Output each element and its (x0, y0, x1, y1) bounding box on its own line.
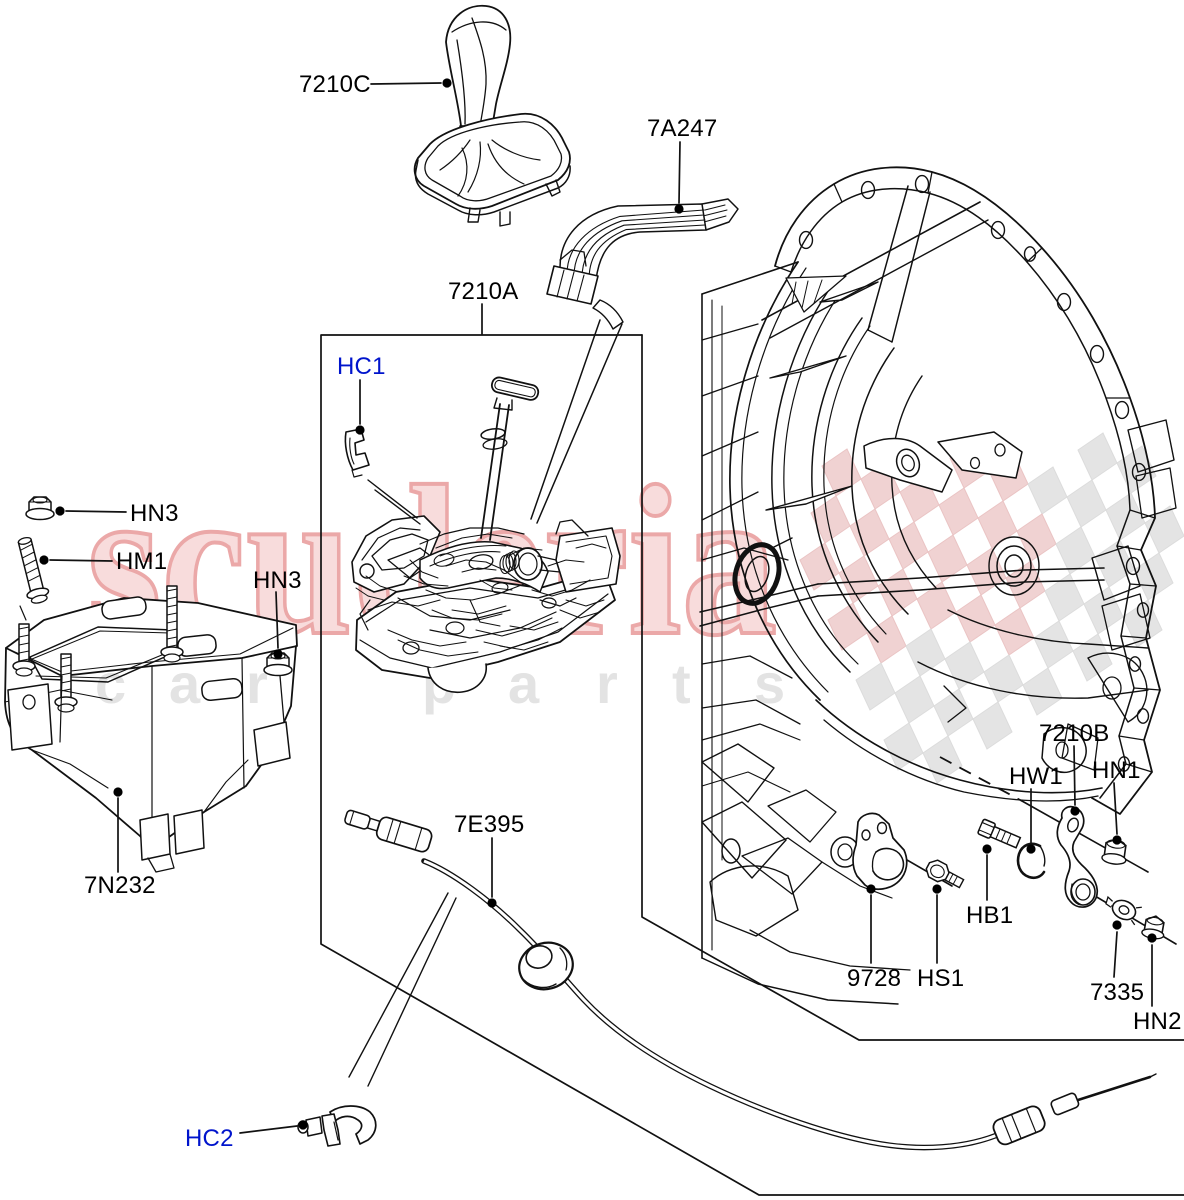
svg-text:7335: 7335 (1090, 979, 1144, 1006)
svg-text:t: t (672, 652, 691, 715)
svg-text:HN1: HN1 (1092, 757, 1141, 784)
svg-text:HC2: HC2 (185, 1125, 234, 1152)
svg-text:s: s (754, 652, 785, 715)
svg-text:HW1: HW1 (1009, 763, 1063, 790)
svg-text:7E395: 7E395 (454, 811, 524, 838)
svg-text:r: r (596, 652, 618, 715)
svg-text:HM1: HM1 (116, 548, 167, 575)
svg-text:HS1: HS1 (917, 965, 964, 992)
svg-text:HN2: HN2 (1133, 1008, 1182, 1035)
svg-text:HC1: HC1 (337, 353, 386, 380)
svg-text:7N232: 7N232 (84, 872, 156, 899)
svg-text:HN3: HN3 (130, 500, 179, 527)
svg-text:HN3: HN3 (253, 567, 302, 594)
svg-text:r: r (246, 652, 268, 715)
svg-text:7A247: 7A247 (647, 115, 717, 142)
svg-text:9728: 9728 (847, 965, 901, 992)
svg-text:HB1: HB1 (966, 902, 1013, 929)
svg-text:a: a (508, 652, 540, 715)
svg-text:7210B: 7210B (1039, 720, 1109, 747)
svg-text:7210A: 7210A (448, 278, 518, 305)
svg-text:7210C: 7210C (299, 71, 371, 98)
